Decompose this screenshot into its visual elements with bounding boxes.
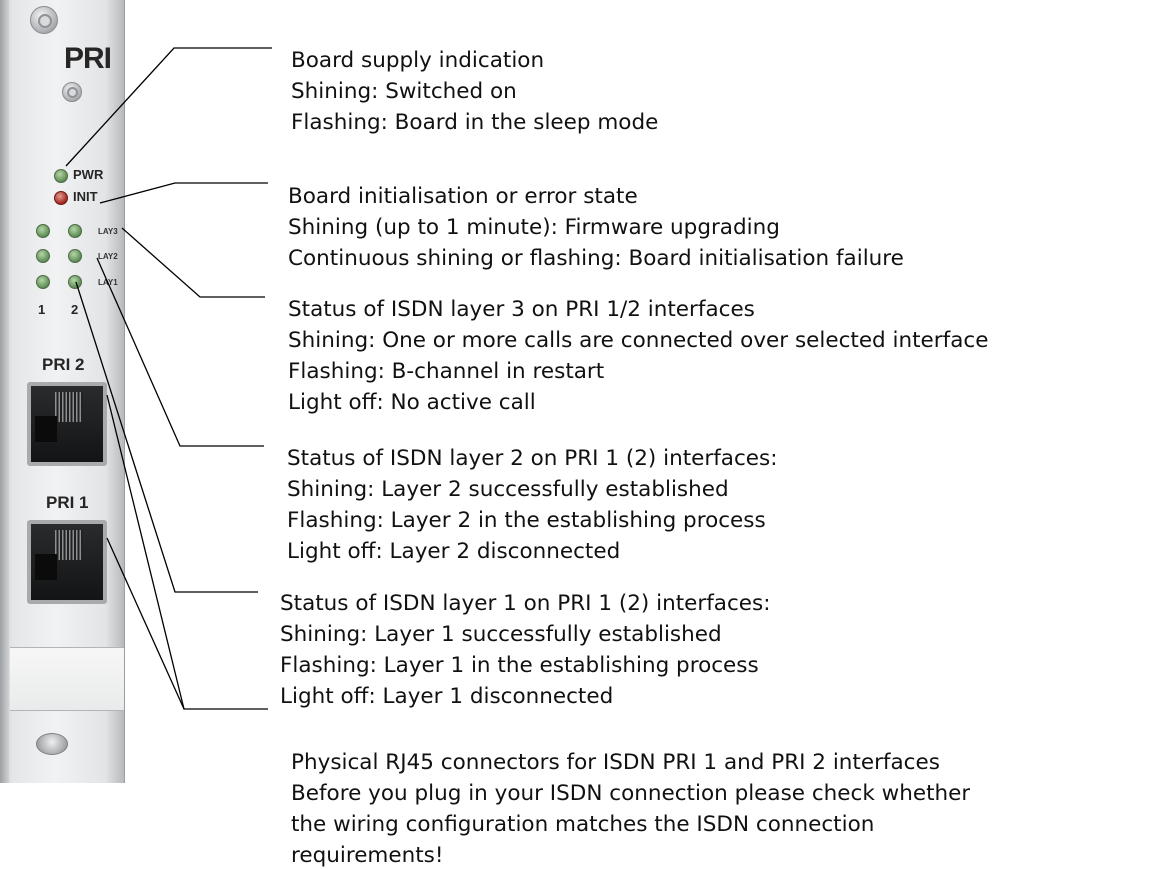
leader-lay2 bbox=[96, 257, 264, 447]
leader-rj45-2 bbox=[106, 537, 185, 710]
rj45-pins bbox=[55, 530, 83, 560]
led-lay3-port1 bbox=[36, 224, 50, 238]
top-screw-icon bbox=[30, 6, 58, 34]
led-lay1-port1 bbox=[36, 275, 50, 289]
desc-line: Shining: Switched on bbox=[291, 79, 517, 104]
port-label-pri2: PRI 2 bbox=[42, 355, 85, 374]
leader-lay1 bbox=[75, 281, 258, 593]
port-number-1: 1 bbox=[38, 302, 46, 317]
board-front-panel: PRI PWR INIT LAY3 LAY2 LAY1 1 2 PRI 2 PR… bbox=[0, 0, 125, 783]
desc-line: Shining (up to 1 minute): Firmware upgra… bbox=[288, 215, 780, 240]
desc-line: Flashing: Layer 1 in the establishing pr… bbox=[280, 653, 759, 678]
led-lay3-port2 bbox=[68, 224, 82, 238]
desc-line: Status of ISDN layer 3 on PRI 1/2 interf… bbox=[288, 297, 755, 322]
led-lay3-label: LAY3 bbox=[98, 227, 118, 236]
desc-line: Before you plug in your ISDN connection … bbox=[291, 781, 971, 806]
description-rj45: Physical RJ45 connectors for ISDN PRI 1 … bbox=[291, 747, 970, 869]
led-lay2-label: LAY2 bbox=[98, 252, 118, 261]
led-lay2-port2 bbox=[68, 249, 82, 263]
bottom-screw-icon bbox=[36, 733, 68, 755]
board-title: PRI bbox=[64, 42, 112, 75]
desc-line: Flashing: Layer 2 in the establishing pr… bbox=[287, 508, 766, 533]
desc-line: Shining: Layer 1 successfully establishe… bbox=[280, 622, 722, 647]
rj45-clip bbox=[35, 416, 57, 442]
desc-line: Shining: One or more calls are connected… bbox=[288, 328, 989, 353]
led-init bbox=[54, 191, 68, 205]
upper-screw-icon bbox=[62, 82, 82, 102]
desc-line: Board supply indication bbox=[291, 48, 545, 73]
desc-line: the wiring configuration matches the ISD… bbox=[291, 812, 875, 837]
leader-init bbox=[99, 182, 268, 204]
desc-line: requirements! bbox=[291, 843, 444, 868]
label-plate bbox=[10, 647, 124, 711]
leader-lay3 bbox=[121, 227, 265, 298]
desc-line: Status of ISDN layer 1 on PRI 1 (2) inte… bbox=[280, 591, 771, 616]
description-layer1: Status of ISDN layer 1 on PRI 1 (2) inte… bbox=[280, 588, 770, 712]
panel-edge bbox=[0, 0, 9, 783]
description-board-init: Board initialisation or error state Shin… bbox=[288, 181, 904, 274]
port-number-2: 2 bbox=[71, 302, 79, 317]
led-pwr-label: PWR bbox=[73, 167, 104, 182]
description-layer2: Status of ISDN layer 2 on PRI 1 (2) inte… bbox=[287, 443, 777, 567]
desc-line: Shining: Layer 2 successfully establishe… bbox=[287, 477, 729, 502]
port-label-pri1: PRI 1 bbox=[46, 493, 89, 512]
description-layer3: Status of ISDN layer 3 on PRI 1/2 interf… bbox=[288, 294, 988, 418]
led-lay2-port1 bbox=[36, 249, 50, 263]
led-init-label: INIT bbox=[73, 189, 98, 204]
rj45-connector-pri2[interactable] bbox=[27, 382, 107, 466]
leader-rj45 bbox=[106, 394, 268, 710]
desc-line: Board initialisation or error state bbox=[288, 184, 638, 209]
leader-pwr bbox=[65, 47, 272, 167]
desc-line: Flashing: Board in the sleep mode bbox=[291, 110, 659, 135]
rj45-pins bbox=[55, 392, 83, 422]
rj45-clip bbox=[35, 554, 57, 580]
description-board-supply: Board supply indication Shining: Switche… bbox=[291, 45, 658, 138]
desc-line: Flashing: B-channel in restart bbox=[288, 359, 605, 384]
desc-line: Status of ISDN layer 2 on PRI 1 (2) inte… bbox=[287, 446, 778, 471]
desc-line: Physical RJ45 connectors for ISDN PRI 1 … bbox=[291, 750, 940, 775]
desc-line: Continuous shining or flashing: Board in… bbox=[288, 246, 904, 271]
desc-line: Light off: Layer 2 disconnected bbox=[287, 539, 621, 564]
rj45-connector-pri1[interactable] bbox=[27, 520, 107, 604]
desc-line: Light off: Layer 1 disconnected bbox=[280, 684, 614, 709]
led-lay1-port2 bbox=[68, 275, 82, 289]
desc-line: Light off: No active call bbox=[288, 390, 536, 415]
led-pwr bbox=[54, 169, 68, 183]
